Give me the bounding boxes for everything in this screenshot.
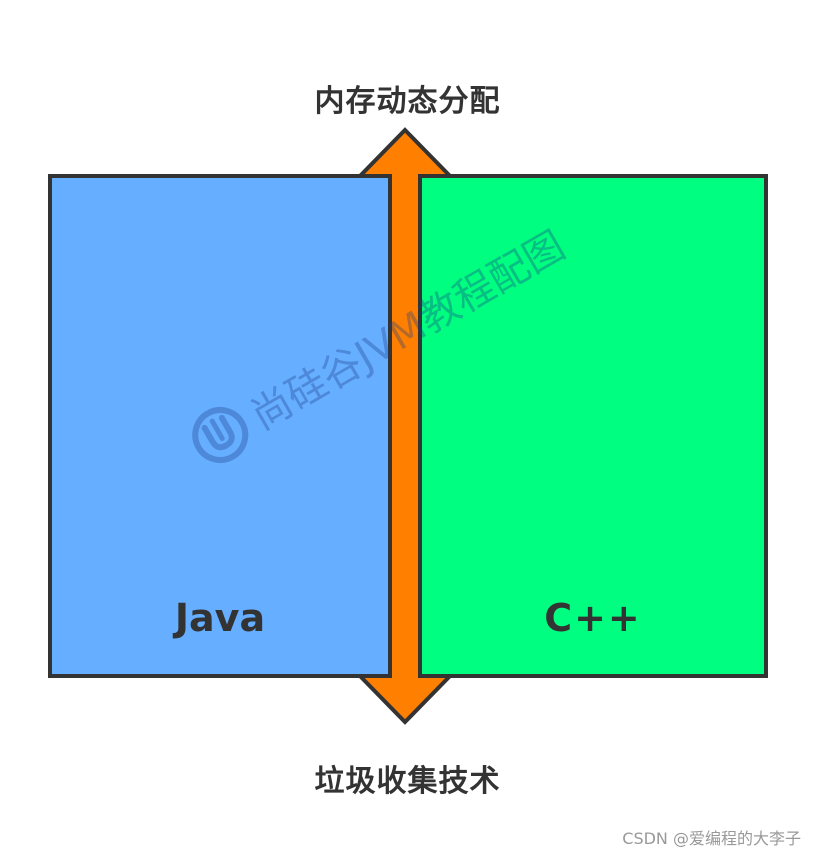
credit-text: CSDN @爱编程的大李子	[622, 829, 801, 848]
memory-allocation-label: 内存动态分配	[314, 84, 501, 119]
cpp-label: C++	[544, 596, 642, 640]
cpp-box	[418, 174, 768, 678]
java-label: Java	[174, 596, 266, 640]
atguigu-logo-icon	[192, 406, 249, 463]
watermark: 尚硅谷JVM教程配图	[182, 214, 574, 474]
garbage-collection-label: 垃圾收集技术	[314, 764, 501, 799]
java-box	[48, 174, 392, 678]
